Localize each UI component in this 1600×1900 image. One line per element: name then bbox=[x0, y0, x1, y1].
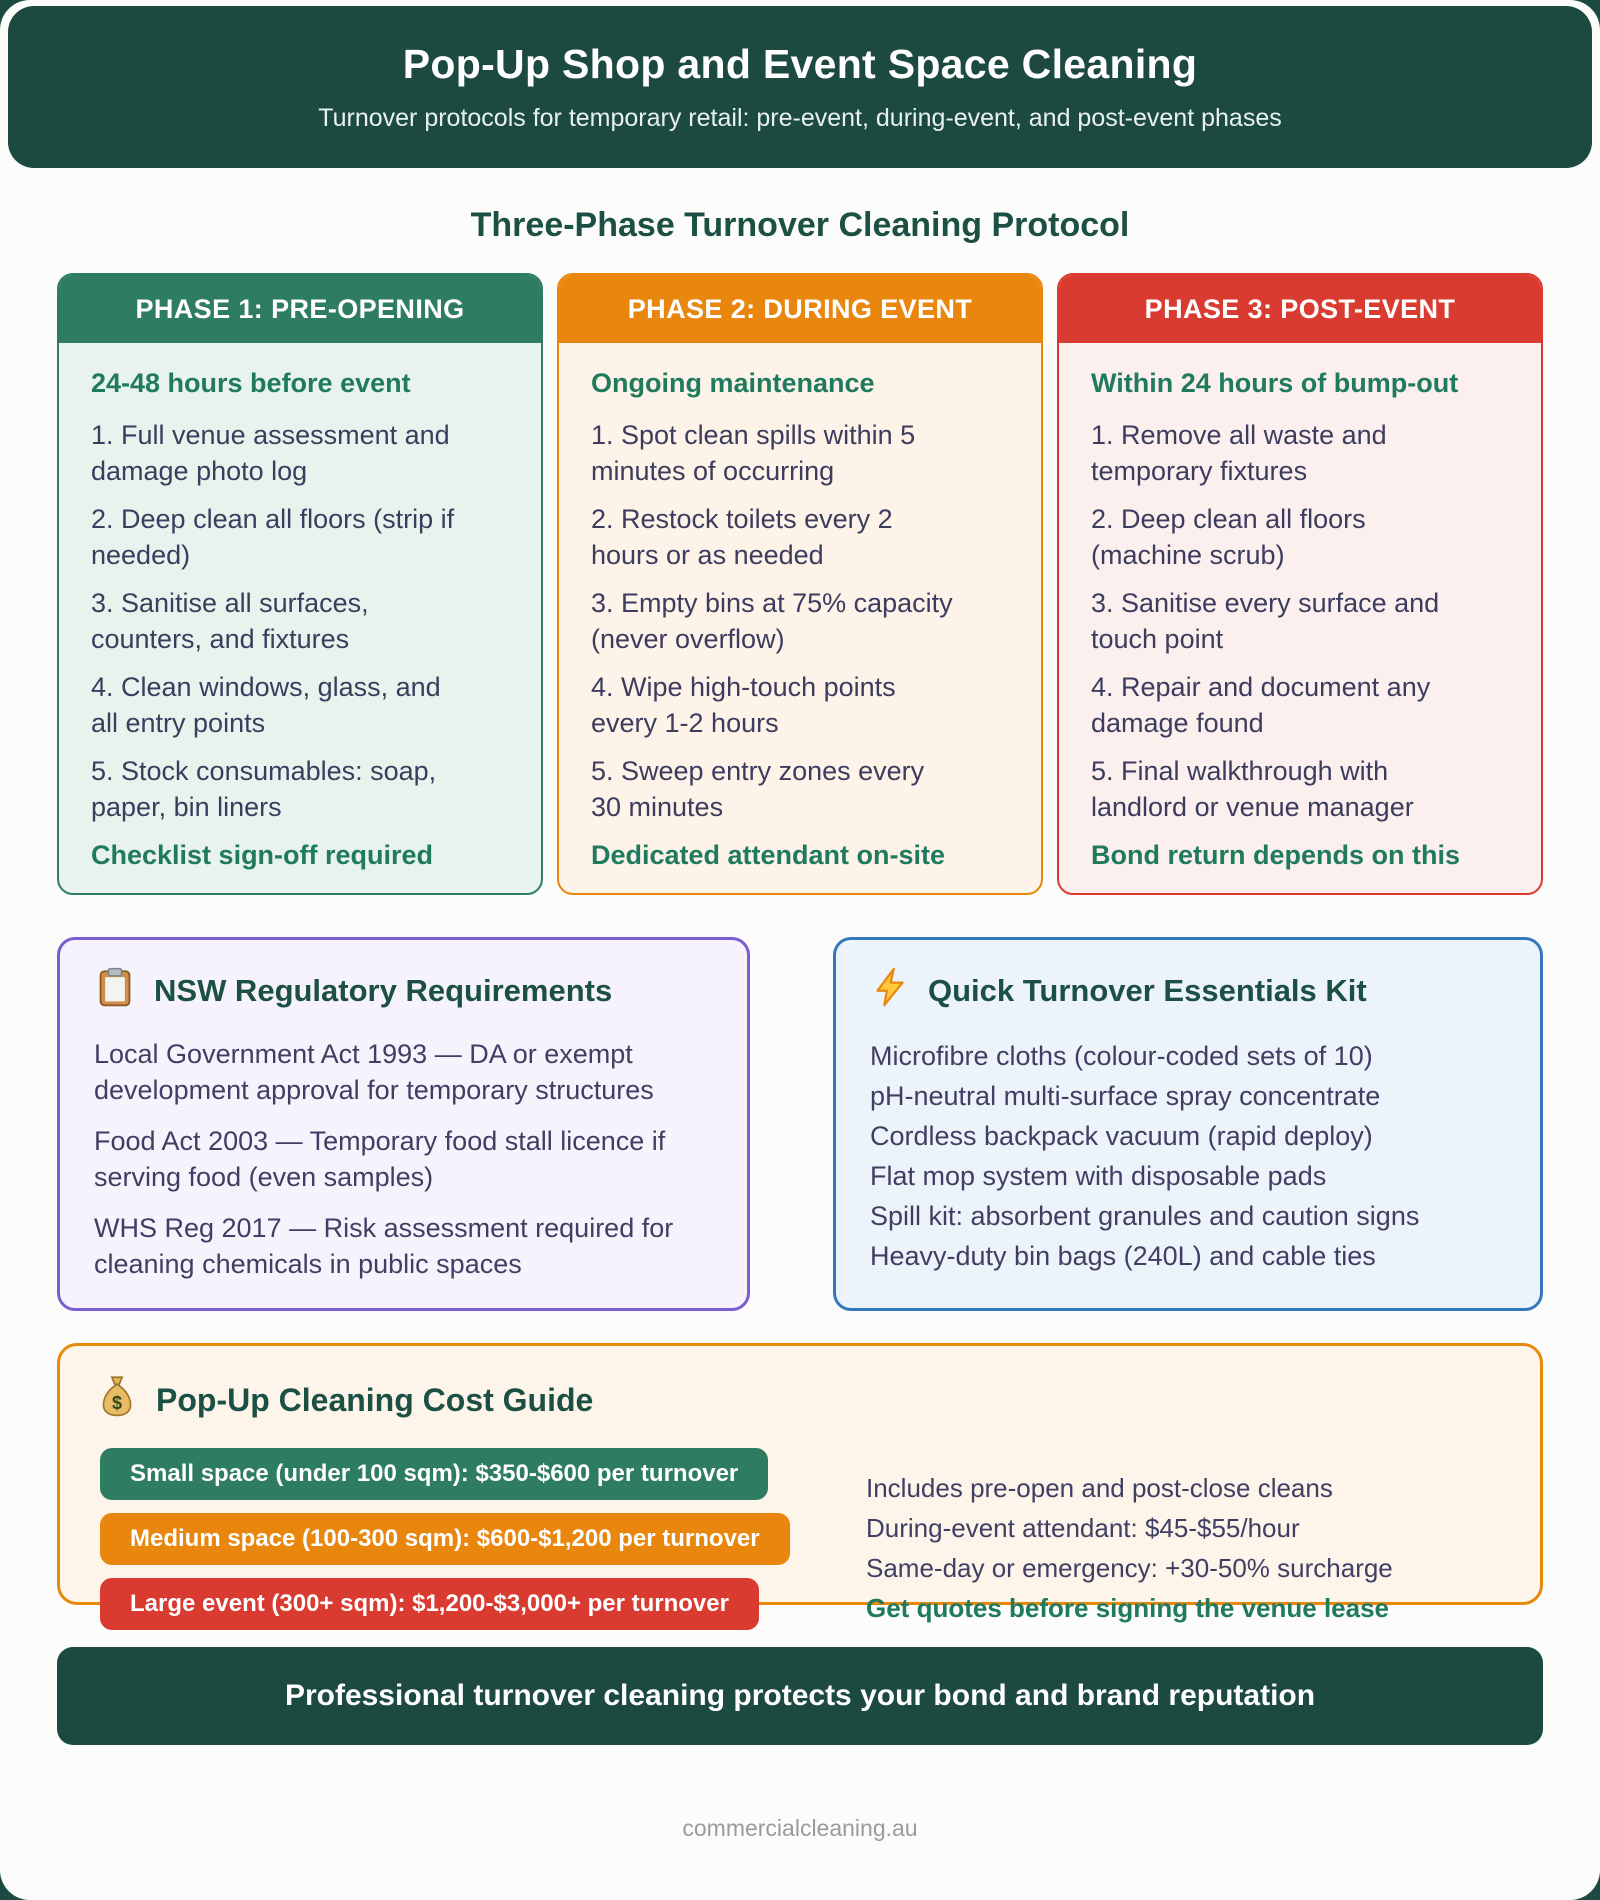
phase-2-body: Ongoing maintenance 1. Spot clean spills… bbox=[559, 343, 1041, 893]
phase-2-note: Dedicated attendant on-site bbox=[591, 840, 946, 870]
phase-step: 2. Deep clean all floors (machine scrub) bbox=[1091, 504, 1366, 570]
cost-tier-small: Small space (under 100 sqm): $350-$600 p… bbox=[100, 1448, 769, 1500]
phase-3-timing: Within 24 hours of bump-out bbox=[1091, 368, 1459, 398]
page-header: Pop-Up Shop and Event Space Cleaning Tur… bbox=[8, 6, 1592, 168]
cost-tier-large: Large event (300+ sqm): $1,200-$3,000+ p… bbox=[100, 1578, 759, 1630]
kit-item: pH-neutral multi-surface spray concentra… bbox=[870, 1081, 1381, 1111]
cost-tiers: Small space (under 100 sqm): $350-$600 p… bbox=[96, 1448, 790, 1643]
phase-step: 2. Restock toilets every 2 hours or as n… bbox=[591, 504, 893, 570]
kit-item: Cordless backpack vacuum (rapid deploy) bbox=[870, 1121, 1373, 1151]
regulatory-requirements-box: NSW Regulatory Requirements Local Govern… bbox=[57, 937, 750, 1311]
clipboard-icon bbox=[94, 966, 136, 1016]
money-bag-icon: $ bbox=[96, 1374, 138, 1426]
regulatory-item: Food Act 2003 — Temporary food stall lic… bbox=[94, 1126, 666, 1192]
phase-3-body: Within 24 hours of bump-out 1. Remove al… bbox=[1059, 343, 1541, 893]
phase-2-header: PHASE 2: DURING EVENT bbox=[559, 275, 1041, 343]
page-subtitle: Turnover protocols for temporary retail:… bbox=[318, 104, 1282, 132]
cost-guide-content: Small space (under 100 sqm): $350-$600 p… bbox=[96, 1448, 1504, 1643]
section-title: Three-Phase Turnover Cleaning Protocol bbox=[470, 206, 1130, 244]
cost-note: Same-day or emergency: +30-50% surcharge bbox=[866, 1553, 1393, 1583]
phase-2-timing: Ongoing maintenance bbox=[591, 368, 875, 398]
regulatory-title: NSW Regulatory Requirements bbox=[154, 973, 613, 1008]
site-footer: commercialcleaning.au bbox=[682, 1815, 918, 1841]
phase-card-pre-opening: PHASE 1: PRE-OPENING 24-48 hours before … bbox=[57, 273, 543, 895]
phase-3-note: Bond return depends on this bbox=[1091, 840, 1460, 870]
kit-item: Spill kit: absorbent granules and cautio… bbox=[870, 1201, 1420, 1231]
banner-text: Professional turnover cleaning protects … bbox=[284, 1679, 1316, 1712]
phase-card-post-event: PHASE 3: POST-EVENT Within 24 hours of b… bbox=[1057, 273, 1543, 895]
regulatory-item: WHS Reg 2017 — Risk assessment required … bbox=[94, 1213, 674, 1279]
cost-tier-medium: Medium space (100-300 sqm): $600-$1,200 … bbox=[100, 1513, 790, 1565]
phase-step: 4. Repair and document any damage found bbox=[1091, 672, 1431, 738]
regulatory-item: Local Government Act 1993 — DA or exempt… bbox=[94, 1039, 654, 1105]
phase-step: 4. Wipe high-touch points every 1-2 hour… bbox=[591, 672, 896, 738]
phase-step: 5. Sweep entry zones every 30 minutes bbox=[591, 756, 925, 822]
cost-notes: Includes pre-open and post-close cleans … bbox=[756, 1448, 1393, 1643]
phase-card-during-event: PHASE 2: DURING EVENT Ongoing maintenanc… bbox=[557, 273, 1043, 895]
lightning-icon bbox=[870, 966, 910, 1016]
essentials-title-row: Quick Turnover Essentials Kit bbox=[870, 966, 1506, 1016]
bottom-banner: Professional turnover cleaning protects … bbox=[57, 1647, 1543, 1745]
phase-1-body: 24-48 hours before event 1. Full venue a… bbox=[59, 343, 541, 893]
phase-step: 5. Stock consumables: soap, paper, bin l… bbox=[91, 756, 437, 822]
phase-1-note: Checklist sign-off required bbox=[91, 840, 434, 870]
phase-1-header: PHASE 1: PRE-OPENING bbox=[59, 275, 541, 343]
essentials-title: Quick Turnover Essentials Kit bbox=[928, 973, 1367, 1008]
kit-item: Microfibre cloths (colour-coded sets of … bbox=[870, 1041, 1373, 1071]
page-title: Pop-Up Shop and Event Space Cleaning bbox=[402, 41, 1198, 87]
phase-step: 1. Full venue assessment and damage phot… bbox=[91, 420, 450, 486]
phase-step: 3. Sanitise every surface and touch poin… bbox=[1091, 588, 1440, 654]
info-row: NSW Regulatory Requirements Local Govern… bbox=[57, 937, 1543, 1311]
cost-guide-title: Pop-Up Cleaning Cost Guide bbox=[156, 1381, 594, 1418]
phase-step: 1. Remove all waste and temporary fixtur… bbox=[1091, 420, 1387, 486]
cost-note: During-event attendant: $45-$55/hour bbox=[866, 1513, 1300, 1543]
kit-item: Heavy-duty bin bags (240L) and cable tie… bbox=[870, 1241, 1376, 1271]
cost-highlight: Get quotes before signing the venue leas… bbox=[866, 1593, 1390, 1623]
phase-step: 3. Empty bins at 75% capacity (never ove… bbox=[591, 588, 953, 654]
phase-step: 4. Clean windows, glass, and all entry p… bbox=[91, 672, 441, 738]
phase-3-header: PHASE 3: POST-EVENT bbox=[1059, 275, 1541, 343]
phase-1-timing: 24-48 hours before event bbox=[91, 368, 411, 398]
kit-item: Flat mop system with disposable pads bbox=[870, 1161, 1327, 1191]
phase-step: 3. Sanitise all surfaces, counters, and … bbox=[91, 588, 369, 654]
svg-text:$: $ bbox=[112, 1393, 122, 1413]
phase-step: 2. Deep clean all floors (strip if neede… bbox=[91, 504, 455, 570]
phase-step: 5. Final walkthrough with landlord or ve… bbox=[1091, 756, 1414, 822]
phases-row: PHASE 1: PRE-OPENING 24-48 hours before … bbox=[57, 273, 1543, 895]
regulatory-title-row: NSW Regulatory Requirements bbox=[94, 966, 713, 1016]
cost-guide-title-row: $ Pop-Up Cleaning Cost Guide bbox=[96, 1374, 1504, 1426]
cost-guide-box: $ Pop-Up Cleaning Cost Guide Small space… bbox=[57, 1343, 1543, 1630]
cost-note: Includes pre-open and post-close cleans bbox=[866, 1473, 1333, 1503]
phase-step: 1. Spot clean spills within 5 minutes of… bbox=[591, 420, 916, 486]
essentials-kit-box: Quick Turnover Essentials Kit Microfibre… bbox=[833, 937, 1543, 1311]
